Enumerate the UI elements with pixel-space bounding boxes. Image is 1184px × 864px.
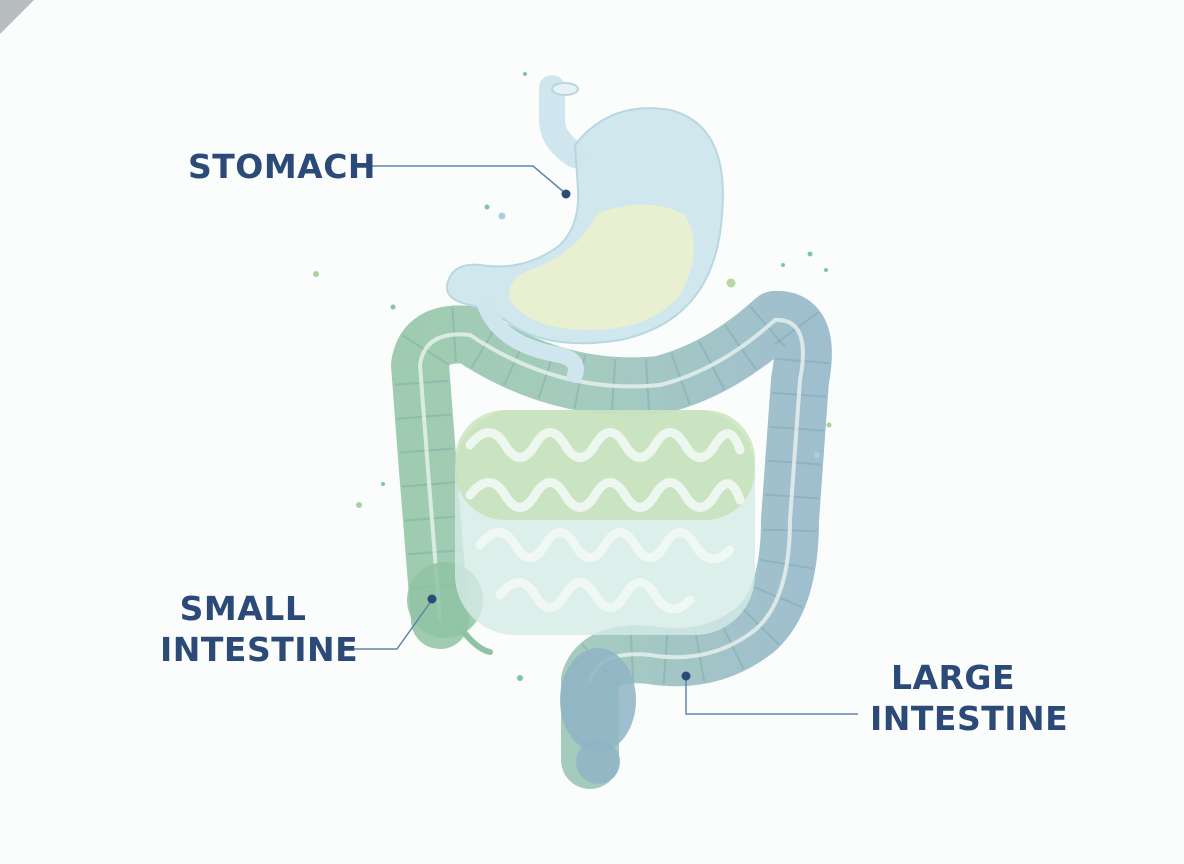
small-intestine-pointer-dot	[427, 594, 437, 604]
large-intestine-pointer-dot	[681, 671, 691, 681]
duodenum	[477, 297, 584, 383]
large-intestine-shape	[391, 291, 832, 789]
small-intestine-label-line1: SMALL	[179, 589, 307, 628]
stomach-leader-line	[360, 165, 566, 194]
stomach-shape	[445, 75, 724, 383]
stomach-label-text: STOMACH	[188, 147, 377, 186]
large-intestine-leader-line	[685, 677, 858, 715]
rectum	[560, 648, 636, 752]
large-intestine-label-line2: INTESTINE	[870, 699, 1069, 738]
large-intestine-label-line1: LARGE	[890, 658, 1016, 697]
stomach-label: STOMACH	[188, 146, 376, 187]
esophagus	[539, 75, 588, 168]
small-intestine-label: SMALL INTESTINE	[160, 588, 359, 670]
decorative-dots	[313, 72, 832, 681]
small-intestine-label-line2: INTESTINE	[160, 630, 359, 669]
stomach-contents	[509, 204, 694, 330]
large-intestine-label: LARGE INTESTINE	[870, 657, 1069, 739]
stomach-pointer-dot	[561, 189, 571, 199]
small-intestine-shape	[455, 410, 755, 635]
appendix	[459, 627, 493, 655]
corner-fold	[0, 0, 34, 34]
leader-lines	[347, 165, 858, 715]
leader-points	[427, 189, 691, 681]
small-intestine-leader-line	[347, 599, 433, 650]
